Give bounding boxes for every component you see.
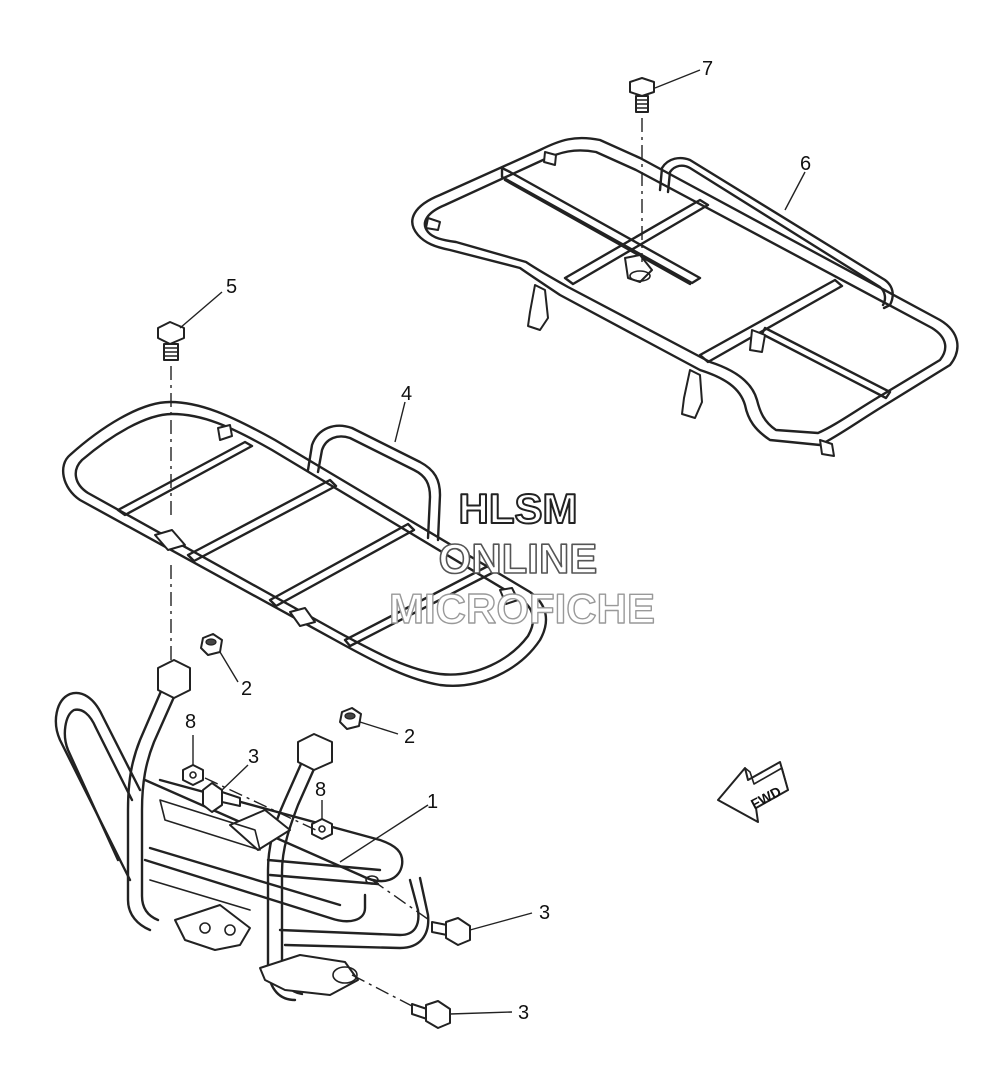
watermark-line-3: MICROFICHE	[389, 585, 655, 632]
fwd-arrow: FWD	[717, 761, 789, 823]
bolt-3-upper	[202, 782, 241, 813]
callout-2-left: 2	[241, 678, 252, 700]
bolt-3-lower	[351, 974, 451, 1029]
callout-4: 4	[401, 383, 412, 405]
watermark-line-2: ONLINE	[439, 535, 598, 582]
nut-2-right	[339, 707, 362, 730]
callout-5: 5	[226, 276, 237, 298]
callout-2-right: 2	[404, 726, 415, 748]
callout-8-left: 8	[185, 711, 196, 733]
watermark: HLSM ONLINE MICROFICHE	[388, 484, 655, 633]
assembly-line	[204, 777, 319, 832]
callout-6: 6	[800, 153, 811, 175]
callout-7: 7	[702, 58, 713, 80]
front-carrier	[61, 400, 548, 687]
bolt-7	[629, 77, 655, 262]
nut-2-left	[200, 633, 223, 656]
front-bracket	[54, 659, 430, 1002]
callout-1: 1	[427, 791, 438, 813]
callouts: 7 6 5 4 2 2 8 3 8 1 3 3	[179, 58, 811, 1024]
callout-8-right: 8	[315, 779, 326, 801]
callout-3-lower: 3	[518, 1002, 529, 1024]
watermark-line-1: HLSM	[459, 485, 578, 532]
callout-3-upper: 3	[248, 746, 259, 768]
bolt-3-middle	[371, 879, 471, 946]
rear-carrier	[411, 136, 959, 457]
nut-8-left	[182, 764, 204, 786]
bolt-5	[157, 321, 185, 665]
callout-3-middle: 3	[539, 902, 550, 924]
